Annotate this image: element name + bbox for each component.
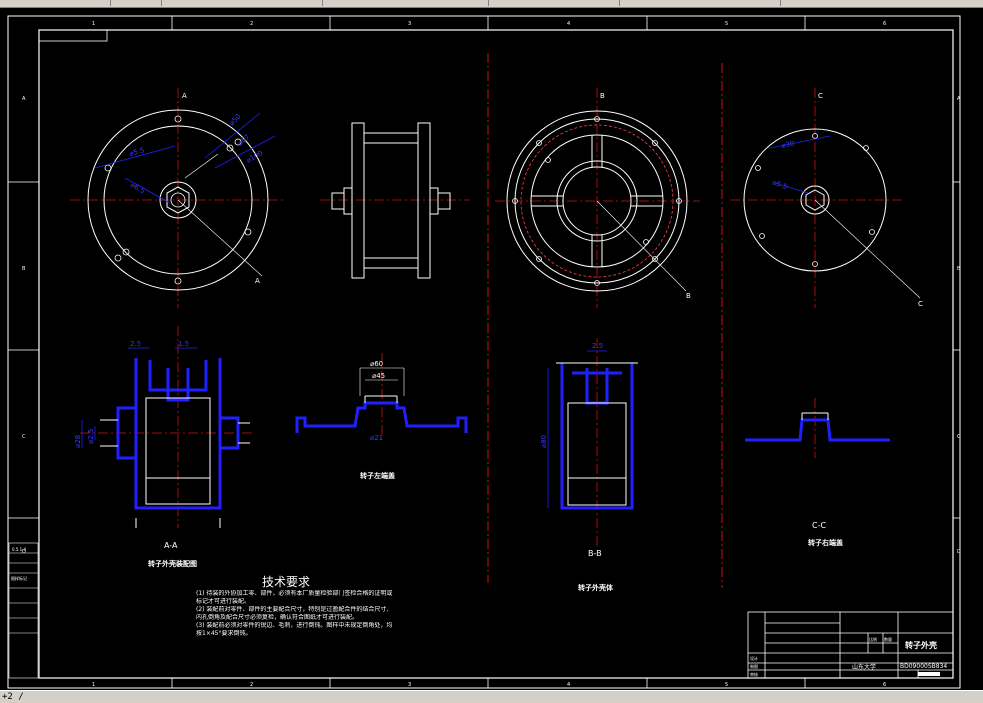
left-cover: ⌀60 ⌀45 ⌀21 转子左端盖 bbox=[295, 353, 468, 480]
section-mark: C bbox=[918, 300, 923, 308]
col-label: 6 bbox=[883, 682, 886, 688]
toolbar-segment[interactable] bbox=[111, 0, 162, 6]
row-label: C bbox=[22, 434, 26, 440]
view-caption: 转子左端盖 bbox=[360, 471, 395, 480]
view-caption: 转子外壳装配图 bbox=[148, 559, 197, 568]
side-view bbox=[320, 122, 470, 279]
dim-label: ⌀28 bbox=[74, 435, 82, 448]
title-block-bar bbox=[918, 672, 940, 676]
dim-label: ⌀5.5 bbox=[771, 178, 788, 191]
col-label: 4 bbox=[567, 21, 570, 27]
dim-label: ⌀100 bbox=[245, 149, 264, 165]
col-label: 3 bbox=[408, 21, 411, 27]
view-dividers bbox=[487, 53, 723, 588]
right-cover: C-C 转子右端盖 bbox=[745, 398, 890, 547]
col-label: 6 bbox=[883, 21, 886, 27]
row-label: D bbox=[22, 549, 26, 555]
tech-line: 按1×45°要求倒钝。 bbox=[196, 630, 252, 637]
tech-line: (1) 待装的外协加工零、部件，必须有本厂质量检验部门签检合格的证明或 bbox=[196, 590, 393, 597]
toolbar-segment[interactable] bbox=[0, 0, 111, 6]
toolbar bbox=[0, 0, 983, 8]
section-title: C-C bbox=[812, 521, 826, 530]
col-label: 5 bbox=[725, 21, 728, 27]
title-block-header: 比例 bbox=[869, 636, 877, 642]
stamp-text: 0.5.1.4 bbox=[12, 547, 26, 552]
dim-label: ⌀80 bbox=[540, 435, 548, 448]
dim-label: ⌀30 bbox=[781, 139, 796, 150]
section-aa: 2.5 1.5 ⌀28 ⌀2.5 A-A 转子外壳装配图 bbox=[74, 326, 255, 568]
section-mark: B bbox=[600, 92, 605, 100]
front-view-3: ⌀30 ⌀5.5 C C bbox=[730, 88, 923, 308]
toolbar-segment[interactable] bbox=[620, 0, 781, 6]
column-ticks bbox=[8, 16, 960, 688]
command-line[interactable]: +2 / bbox=[2, 692, 24, 702]
col-label: 4 bbox=[567, 682, 570, 688]
section-mark: B bbox=[686, 292, 691, 300]
title-block-role: 审核 bbox=[750, 671, 758, 677]
section-title: A-A bbox=[164, 541, 178, 550]
tech-line: 标记才可进行装配。 bbox=[196, 598, 251, 605]
row-label: D bbox=[957, 549, 961, 555]
front-view-1: ⌀5.5 ⌀6.5 ⌀50 ⌀67 ⌀100 A A bbox=[70, 88, 285, 308]
drawing-canvas[interactable]: 1 2 3 4 5 6 1 2 3 4 5 6 A B C D A B C D … bbox=[0, 8, 968, 690]
toolbar-segment[interactable] bbox=[489, 0, 620, 6]
section-mark: A bbox=[182, 92, 187, 100]
title-block-header: 数量 bbox=[884, 636, 892, 642]
col-label: 1 bbox=[92, 682, 95, 688]
tech-line: (3) 装配前必须对零件的锐边、毛刺，进行倒钝。图样中未规定倒角处，均 bbox=[196, 622, 393, 629]
column-labels: 1 2 3 4 5 6 1 2 3 4 5 6 A B C D A B C D bbox=[22, 21, 961, 688]
col-label: 2 bbox=[250, 21, 253, 27]
col-label: 2 bbox=[250, 682, 253, 688]
title-block-role: 制图 bbox=[750, 663, 758, 669]
tech-requirements: (1) 待装的外协加工零、部件，必须有本厂质量检验部门签检合格的证明或 标记才可… bbox=[196, 590, 496, 638]
tech-line: 内孔倒角及配合尺寸必须复检，确认符合图纸才可进行装配。 bbox=[196, 614, 359, 621]
toolbar-segment[interactable] bbox=[323, 0, 489, 6]
dim-label: ⌀50 bbox=[228, 112, 243, 127]
status-bar: +2 / bbox=[0, 690, 983, 703]
view-caption: 转子右端盖 bbox=[808, 538, 843, 547]
view-caption: 转子外壳体 bbox=[578, 583, 614, 592]
dim-label: 1.5 bbox=[178, 340, 189, 348]
dim-label: 2.5 bbox=[130, 340, 141, 348]
front-view-2: B B bbox=[495, 88, 700, 308]
dim-label: 2.5 bbox=[592, 342, 603, 350]
dim-label: ⌀6.5 bbox=[129, 181, 146, 196]
section-title: B-B bbox=[588, 549, 602, 558]
corner-box bbox=[38, 29, 108, 42]
section-mark: A bbox=[255, 277, 260, 285]
school-name: 山东大学 bbox=[852, 663, 876, 671]
toolbar-segment[interactable] bbox=[162, 0, 323, 6]
outer-frame bbox=[7, 15, 961, 689]
stamp-text: 图样标记 bbox=[11, 575, 27, 581]
col-label: 5 bbox=[725, 682, 728, 688]
dim-label: ⌀5.5 bbox=[128, 146, 145, 158]
row-label: B bbox=[22, 266, 26, 272]
dim-label: ⌀21 bbox=[370, 434, 383, 442]
col-label: 1 bbox=[92, 21, 95, 27]
tech-line: (2) 装配前对零件、部件的主要配合尺寸，特别是过盈配合件的结合尺寸, bbox=[196, 606, 389, 613]
part-name: 转子外壳 bbox=[905, 640, 937, 650]
row-label: C bbox=[957, 434, 961, 440]
title-block bbox=[747, 611, 954, 679]
col-label: 3 bbox=[408, 682, 411, 688]
left-stamp bbox=[8, 542, 39, 679]
dim-label: ⌀2.5 bbox=[87, 429, 95, 444]
section-mark: C bbox=[818, 92, 823, 100]
section-bb: 2.5 ⌀80 B-B 转子外壳体 bbox=[540, 338, 638, 592]
row-label: B bbox=[957, 266, 961, 272]
row-label: A bbox=[22, 96, 26, 102]
title-block-role: 设计 bbox=[750, 655, 758, 661]
inner-frame bbox=[38, 29, 954, 679]
tech-title: 技术要求 bbox=[262, 575, 310, 589]
vertical-scrollbar[interactable] bbox=[968, 8, 983, 688]
dim-label: ⌀45 bbox=[372, 372, 385, 380]
drawing-number: BD09000SB834 bbox=[900, 663, 947, 670]
row-label: A bbox=[957, 96, 961, 102]
dim-label: ⌀60 bbox=[370, 360, 383, 368]
